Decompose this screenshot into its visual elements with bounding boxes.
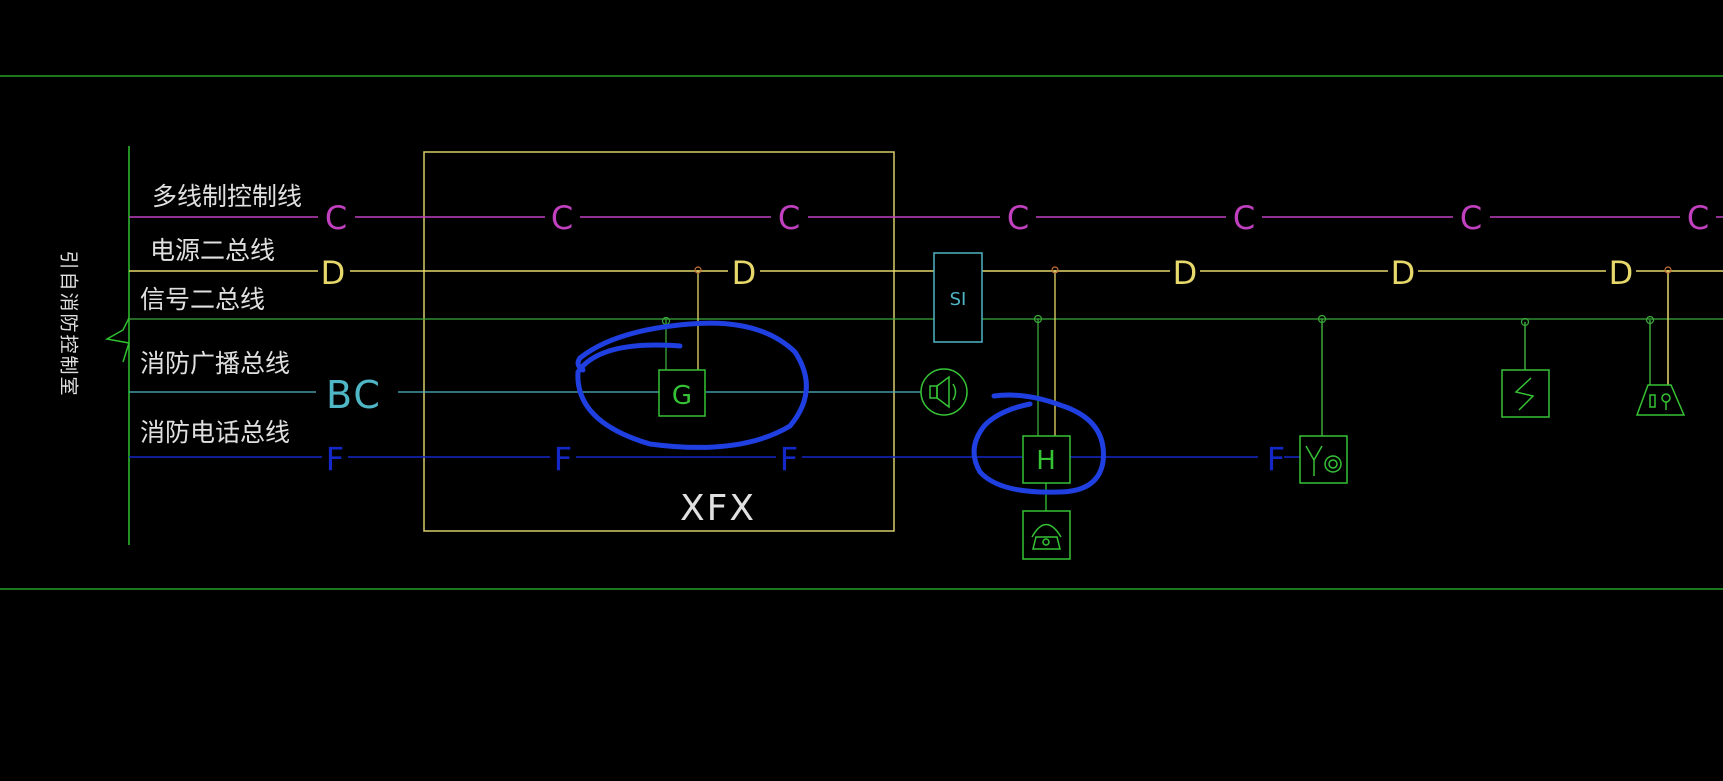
bus-label-broadcast: 消防广播总线: [140, 349, 290, 378]
bus-label-phone: 消防电话总线: [140, 418, 290, 447]
break-symbol: [104, 317, 130, 363]
power-code-2: D: [732, 254, 757, 292]
xfx-box: [423, 151, 895, 532]
annotation-circle-h: [971, 392, 1106, 495]
lightning-detector-icon: [1501, 317, 1550, 418]
h-module-label: H: [1036, 446, 1056, 476]
si-module: SI: [933, 252, 983, 343]
broadcast-code: BC: [326, 373, 382, 417]
phone-jack-icon: [1299, 314, 1348, 484]
source-label: 引自消防控制室: [58, 250, 80, 397]
xfx-label: XFX: [680, 488, 756, 529]
g-module: G: [658, 266, 706, 417]
annotation-circle-g: [575, 320, 809, 450]
control-code-4: C: [1007, 199, 1029, 237]
power-code-4: D: [1391, 254, 1416, 292]
manual-alarm-icon: [1635, 266, 1686, 416]
power-code-5: D: [1609, 254, 1634, 292]
si-module-label: SI: [950, 289, 967, 310]
control-code-2: C: [551, 199, 573, 237]
telephone-icon: [1022, 510, 1071, 560]
g-module-label: G: [672, 381, 692, 411]
phone-code-1: F: [326, 440, 344, 478]
control-code-7: C: [1687, 199, 1709, 237]
control-code-5: C: [1233, 199, 1255, 237]
bus-label-power: 电源二总线: [150, 236, 275, 265]
phone-code-2: F: [554, 440, 572, 478]
phone-code-4: F: [1267, 440, 1285, 478]
bus-label-signal: 信号二总线: [140, 285, 265, 314]
control-code-1: C: [325, 199, 347, 237]
phone-code-3: F: [780, 440, 798, 478]
control-code-3: C: [778, 199, 800, 237]
speaker-icon: [920, 368, 968, 416]
bus-label-control: 多线制控制线: [152, 182, 302, 211]
power-code-1: D: [321, 254, 346, 292]
power-code-3: D: [1173, 254, 1198, 292]
control-code-6: C: [1460, 199, 1482, 237]
h-module: H: [1022, 266, 1071, 511]
